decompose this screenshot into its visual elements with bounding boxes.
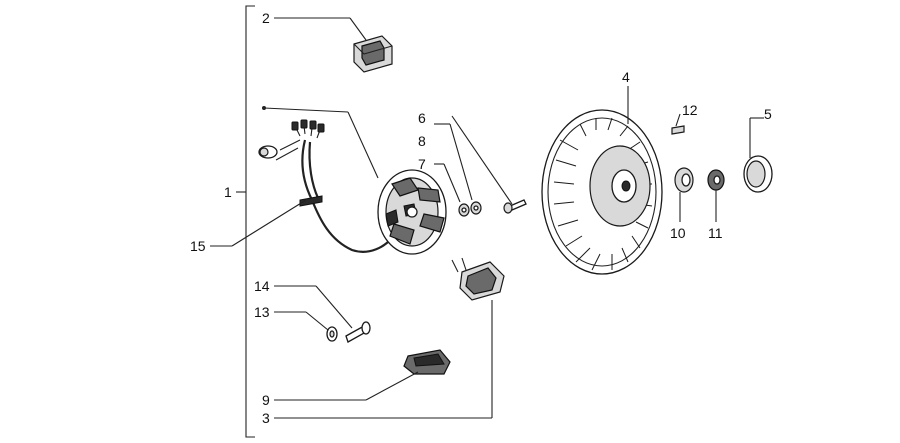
label-part-15: 15 <box>190 238 206 254</box>
part-7-nut <box>458 203 470 217</box>
label-part-2: 2 <box>262 10 270 26</box>
label-part-11: 11 <box>708 225 723 241</box>
part-14-screw <box>345 321 371 343</box>
part-6-screw <box>503 199 527 214</box>
label-part-10: 10 <box>670 225 686 241</box>
part-11-nut <box>707 169 725 191</box>
part-5-cap <box>743 155 773 193</box>
part-12-key <box>671 125 685 135</box>
part-2-connector <box>353 35 393 73</box>
label-part-7: 7 <box>418 156 426 172</box>
part-13-washer <box>326 326 338 342</box>
label-part-1: 1 <box>224 184 232 200</box>
assembly-bracket <box>236 5 255 438</box>
part-8-washer <box>470 201 482 215</box>
part-4-flywheel <box>541 109 663 275</box>
label-part-5: 5 <box>764 106 772 122</box>
leader-lines <box>210 17 764 419</box>
label-part-14: 14 <box>254 278 270 294</box>
label-part-8: 8 <box>418 133 426 149</box>
stator-assembly <box>377 169 447 255</box>
part-3-pickup <box>451 257 505 301</box>
label-part-3: 3 <box>262 410 270 426</box>
part-9-gasket <box>403 349 451 375</box>
label-part-9: 9 <box>262 392 270 408</box>
label-part-12: 12 <box>682 102 698 118</box>
label-part-13: 13 <box>254 304 270 320</box>
label-part-4: 4 <box>622 69 630 85</box>
part-10-nut <box>674 167 694 193</box>
label-part-6: 6 <box>418 110 426 126</box>
part-labels: 2 1 15 4 6 8 7 12 5 10 11 14 13 9 3 <box>190 10 772 426</box>
part-15-wiring-harness <box>258 119 393 253</box>
